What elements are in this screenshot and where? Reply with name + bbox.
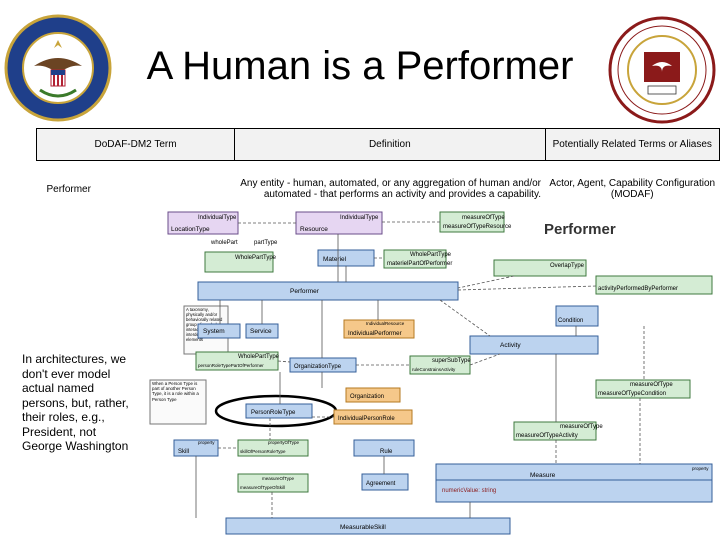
assoc-label-10: personRoleTypePartOfPerformer xyxy=(198,363,264,368)
assoc-label-7: OverlapType xyxy=(550,263,585,269)
attr-numeric-value: numericValue: string xyxy=(442,488,496,494)
cell-term: Performer xyxy=(46,183,91,195)
assoc-skill-role xyxy=(237,439,309,457)
cell-definition: Any entity - human, automated, or any ag… xyxy=(240,178,541,200)
assoc-materiel-part xyxy=(383,249,447,269)
assoc-label-3: WholePartType xyxy=(235,255,277,261)
assoc-measure-condition xyxy=(595,379,691,399)
class-performer xyxy=(197,281,459,301)
assoc-label-2: partType xyxy=(254,240,278,246)
diagram-heading: Performer xyxy=(544,221,616,238)
label-organization: Organization xyxy=(350,394,384,400)
assoc-label-11: superSubType xyxy=(432,358,471,364)
label-measure: Measure xyxy=(530,472,556,479)
class-measure xyxy=(435,463,713,503)
assoc-label-9: WholePartType xyxy=(238,354,280,360)
class-person-role-type xyxy=(245,403,313,419)
class-individual-performer xyxy=(343,319,415,339)
cell-aliases: Actor, Agent, Capability Configuration (… xyxy=(549,178,716,200)
label-agreement: Agreement xyxy=(366,481,396,487)
table-row: Performer Any entity - human, automated,… xyxy=(37,161,720,218)
class-organization xyxy=(345,387,401,403)
side-note: In architectures, we don't ever model ac… xyxy=(22,352,129,453)
assoc-label-15: measureOfType xyxy=(560,424,603,430)
assoc-label-0: measureOfType xyxy=(462,215,505,221)
assoc-activity-performed xyxy=(595,275,713,295)
table-header-row: DoDAF-DM2 Term Definition Potentially Re… xyxy=(35,128,720,161)
dod-cio-seal xyxy=(608,16,716,124)
assoc-label-19: skillOfPersonRoleType xyxy=(240,449,286,454)
label-performer: Performer xyxy=(290,288,320,295)
class-agreement xyxy=(361,473,409,491)
assoc-label-1: wholePart xyxy=(210,240,238,246)
assoc-label-8: activityPerformedByPerformer xyxy=(598,286,678,292)
label-service: Service xyxy=(250,328,272,335)
label-measurable-skill: MeasurableSkill xyxy=(340,524,386,531)
label-individual-performer: IndividualPerformer xyxy=(348,330,402,337)
assoc-label-5: WholePartType xyxy=(410,252,452,258)
assoc-wholepart-location xyxy=(204,251,274,273)
assoc-label-4: measureOfTypeResource xyxy=(443,224,512,230)
assoc-label-22: property xyxy=(692,466,709,471)
label-organization-type: OrganizationType xyxy=(294,364,342,370)
label-individual-person-role: IndividualPersonRole xyxy=(338,416,395,422)
note-person-role xyxy=(149,379,207,425)
assoc-label-21: measureOfTypeOfSkill xyxy=(240,485,285,490)
stereotype-individual-performer: IndividualResource xyxy=(366,321,405,326)
label-system: System xyxy=(203,328,225,335)
assoc-measure-activity xyxy=(513,421,597,441)
note-person-role-text: When a Person Type is part of another Pe… xyxy=(152,381,199,402)
header-aliases: Potentially Related Terms or Aliases xyxy=(544,128,720,161)
assoc-label-17: property xyxy=(198,440,215,445)
label-location-type: LocationType xyxy=(171,226,210,233)
term-table: DoDAF-DM2 Term Definition Potentially Re… xyxy=(35,128,720,218)
slide-title: A Human is a Performer xyxy=(146,44,574,88)
label-condition: Condition xyxy=(558,318,583,324)
assoc-label-12: ruleConstrainsActivity xyxy=(412,367,456,372)
label-person-role-type: PersonRoleType xyxy=(251,410,296,416)
assoc-label-6: materielPartOfPerformer xyxy=(387,261,452,267)
header-term: DoDAF-DM2 Term xyxy=(35,128,236,161)
class-condition xyxy=(555,305,599,327)
diagram-connectors xyxy=(195,221,645,518)
class-measurable-skill xyxy=(225,517,511,535)
label-rule: Rule xyxy=(380,449,393,455)
stereotype-location-type: IndividualType xyxy=(198,215,237,221)
stereotype-resource: IndividualType xyxy=(340,215,379,221)
label-activity: Activity xyxy=(500,342,521,349)
assoc-label-13: measureOfType xyxy=(630,382,673,388)
assoc-measure-skill xyxy=(237,473,309,493)
class-system xyxy=(197,323,241,339)
assoc-label-14: measureOfTypeCondition xyxy=(598,391,666,397)
label-skill: Skill xyxy=(178,449,189,455)
assoc-overlap xyxy=(493,259,587,277)
assoc-label-18: propertyOfType xyxy=(268,440,300,445)
label-resource: Resource xyxy=(300,226,328,233)
class-activity xyxy=(469,335,599,355)
assoc-label-16: measureOfTypeActivity xyxy=(516,433,578,439)
header-definition: Definition xyxy=(234,128,546,161)
label-materiel: Materiel xyxy=(323,256,347,263)
dod-seal xyxy=(4,14,112,122)
assoc-label-20: measureOfType xyxy=(262,476,295,481)
